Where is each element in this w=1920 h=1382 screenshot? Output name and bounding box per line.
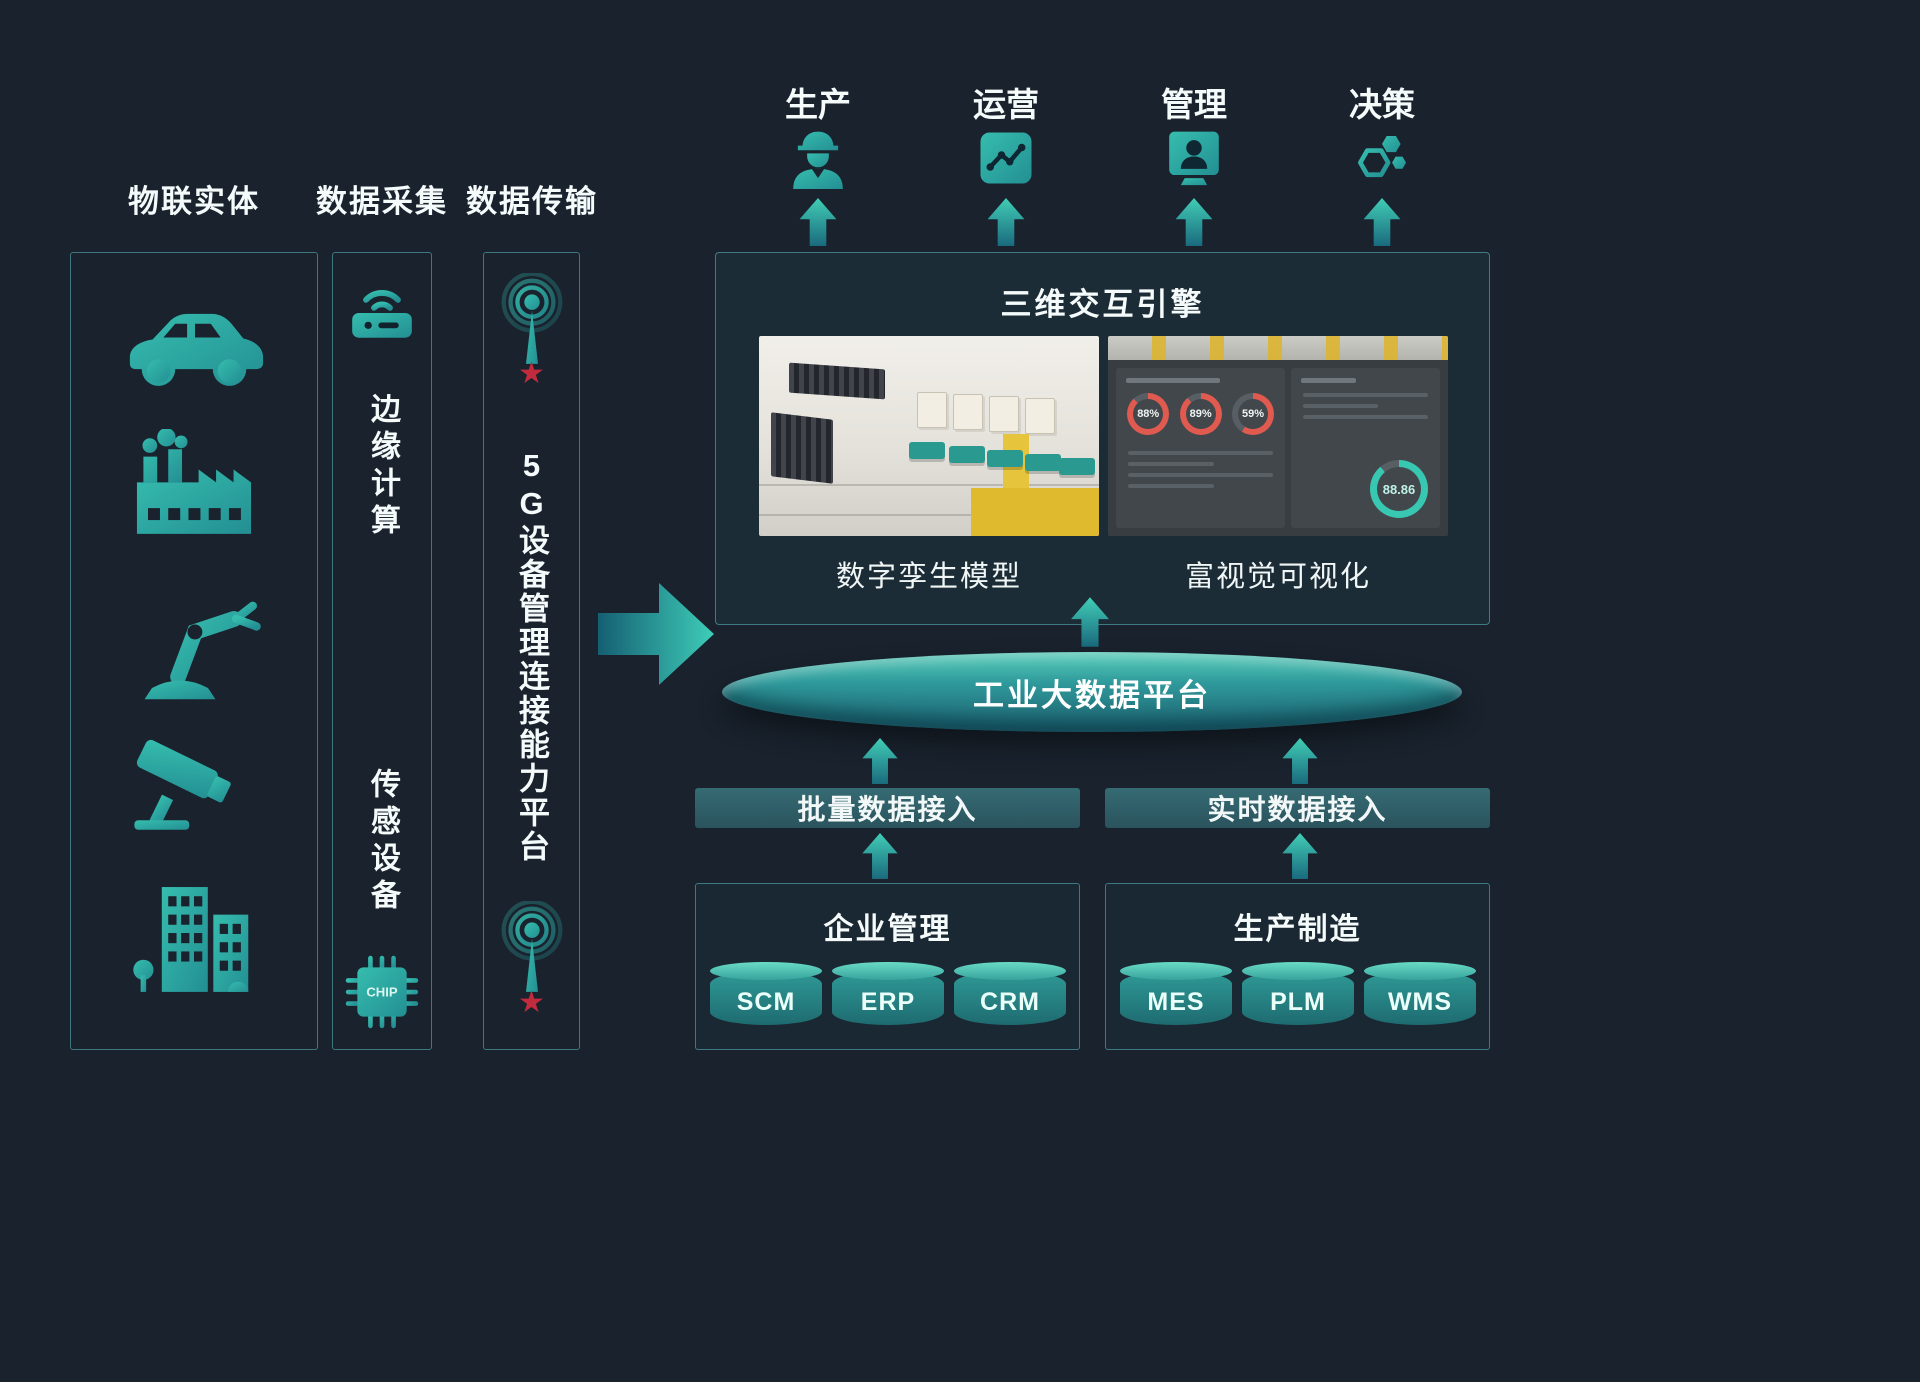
dashboard-ceiling <box>1108 336 1448 360</box>
digital-twin-caption: 数字孪生模型 <box>835 561 1022 593</box>
dashboard-screen: 88% 89% 59% 88.86 <box>1108 360 1448 536</box>
scm-cylinder: SCM <box>710 962 822 1026</box>
outcome-decision: 决策 <box>1322 78 1442 328</box>
engine-box: 三维交互引擎 88% <box>715 252 1490 625</box>
star-icon-bottom: ★ <box>518 986 545 1019</box>
right-arrow-icon <box>598 583 714 685</box>
edge-gateway-icon <box>352 290 412 338</box>
factory-icon <box>136 428 252 534</box>
chip-icon: CHIP <box>345 955 419 1029</box>
up-arrow-icon <box>799 198 837 246</box>
wms-cylinder: WMS <box>1364 962 1476 1026</box>
outcome-operations: 运营 <box>946 78 1066 328</box>
management-label: 管理 <box>1161 86 1227 123</box>
big-data-platform: 工业大数据平台 <box>722 652 1462 732</box>
erp-cylinder: ERP <box>832 962 944 1026</box>
antenna-icon-top <box>501 273 562 364</box>
chip-label: CHIP <box>366 985 398 1000</box>
buildings-icon <box>133 887 249 993</box>
decision-label: 决策 <box>1349 86 1415 123</box>
production-label: 生产 <box>785 86 851 123</box>
up-arrow-icon <box>1282 738 1318 784</box>
gauge-3: 59% <box>1232 393 1275 435</box>
data-transmission-column: ★ 5G设备管理连接能力平台 ★ <box>483 252 580 1050</box>
worker-icon <box>793 131 843 189</box>
five-g-platform-label: 5G设备管理连接能力平台 <box>514 448 549 864</box>
engine-title: 三维交互引擎 <box>1000 287 1205 322</box>
manager-screen-icon <box>1169 131 1219 186</box>
outcome-production: 生产 <box>758 78 878 328</box>
up-arrow-icon <box>1363 198 1401 246</box>
kpi-gauge: 88.86 <box>1370 460 1428 518</box>
antenna-icon-bottom <box>501 901 562 992</box>
production-manufacturing-box: 生产制造 MES PLM WMS <box>1105 883 1490 1050</box>
rich-visual-caption: 富视觉可视化 <box>1184 561 1371 593</box>
realtime-ingest-bar: 实时数据接入 <box>1105 788 1490 828</box>
batch-ingest-label: 批量数据接入 <box>797 794 978 825</box>
plm-cylinder: PLM <box>1242 962 1354 1026</box>
up-arrow-icon <box>862 833 898 879</box>
up-arrow-icon <box>862 738 898 784</box>
enterprise-management-title: 企业管理 <box>823 913 952 946</box>
production-manufacturing-title: 生产制造 <box>1233 913 1362 946</box>
car-icon <box>129 314 264 387</box>
crm-cylinder: CRM <box>954 962 1066 1026</box>
transmission-column-title: 数据传输 <box>466 184 598 219</box>
big-data-platform-label: 工业大数据平台 <box>973 677 1211 713</box>
sensor-device-label: 传感设备 <box>366 768 399 916</box>
iot-column-title: 物联实体 <box>128 184 260 219</box>
line-chart-icon <box>980 132 1032 184</box>
iot-entities-column <box>70 252 318 1050</box>
star-icon-top: ★ <box>518 357 545 390</box>
mes-cylinder: MES <box>1120 962 1232 1026</box>
up-arrow-icon <box>987 198 1025 246</box>
collection-column-title: 数据采集 <box>316 184 448 219</box>
up-arrow-icon <box>1071 597 1109 647</box>
enterprise-management-box: 企业管理 SCM ERP CRM <box>695 883 1080 1050</box>
rich-visual-image: 88% 89% 59% 88.86 <box>1108 336 1448 536</box>
cctv-camera-icon <box>134 739 240 830</box>
batch-ingest-bar: 批量数据接入 <box>695 788 1080 828</box>
robot-arm-icon <box>144 601 261 700</box>
data-collection-column: 边缘计算 传感设备 CHIP <box>332 252 432 1050</box>
operations-label: 运营 <box>973 86 1039 123</box>
outcome-management: 管理 <box>1134 78 1254 328</box>
digital-twin-image <box>759 336 1099 536</box>
hexagons-icon <box>1357 135 1407 178</box>
realtime-ingest-label: 实时数据接入 <box>1207 794 1388 825</box>
up-arrow-icon <box>1175 198 1213 246</box>
up-arrow-icon <box>1282 833 1318 879</box>
gauge-2: 89% <box>1179 393 1222 435</box>
gauge-1: 88% <box>1127 393 1170 435</box>
edge-computing-label: 边缘计算 <box>366 393 399 541</box>
